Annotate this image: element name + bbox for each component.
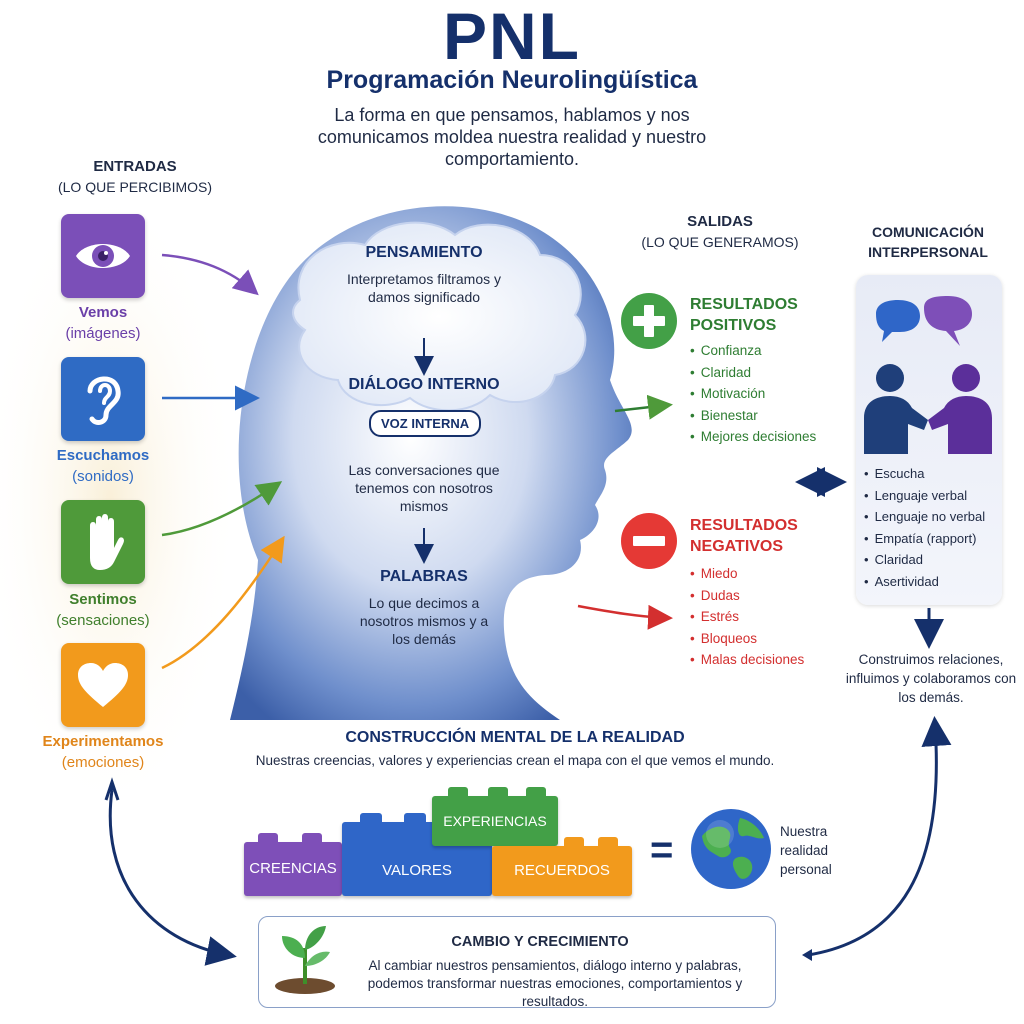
minus-icon [621, 513, 677, 569]
list-item: Motivación [690, 383, 840, 405]
page-subtitle: Programación Neurolingüística [326, 66, 698, 94]
negative-results-list: Miedo Dudas Estrés Bloqueos Malas decisi… [690, 563, 840, 671]
input-see-sub: (imágenes) [65, 325, 141, 342]
eye-icon [76, 244, 130, 268]
ear-icon [87, 376, 121, 425]
input-hear-label: Escuchamos (sonidos) [18, 445, 188, 487]
input-experience-box [61, 643, 145, 727]
list-item: Miedo [690, 563, 840, 585]
change-title: CAMBIO Y CRECIMIENTO [451, 934, 629, 950]
communication-note: Construimos relaciones, influimos y cola… [845, 652, 1017, 705]
beliefs-label: CREENCIAS [249, 860, 337, 877]
sprout-icon [275, 926, 335, 994]
positive-results-title: RESULTADOS POSITIVOS [690, 296, 798, 334]
experiences-block: EXPERIENCIAS [432, 787, 558, 846]
communication-title: COMUNICACIÓN INTERPERSONAL [868, 224, 988, 260]
reality-title: CONSTRUCCIÓN MENTAL DE LA REALIDAD [345, 729, 685, 746]
input-hear-title: Escuchamos [56, 447, 150, 464]
list-item: Empatía (rapport) [864, 528, 1004, 550]
heart-icon [78, 663, 128, 707]
list-item: Bienestar [690, 405, 840, 427]
outputs-subtitle: (LO QUE GENERAMOS) [641, 234, 799, 250]
input-see-title: Vemos [78, 304, 128, 321]
words-text: Lo que decimos a nosotros mismos y a los… [359, 595, 489, 647]
input-feel-sub: (sensaciones) [56, 612, 150, 629]
input-experience-label: Experimentamos (emociones) [18, 731, 188, 773]
reality-text: Nuestras creencias, valores y experienci… [255, 753, 775, 768]
list-item: Lenguaje no verbal [864, 506, 1004, 528]
change-text: Al cambiar nuestros pensamientos, diálog… [367, 958, 743, 1009]
list-item: Bloqueos [690, 628, 840, 650]
input-experience-sub: (emociones) [61, 754, 145, 771]
inner-dialogue-title: DIÁLOGO INTERNO [348, 376, 500, 393]
equals-sign: = [650, 828, 674, 872]
tagline: La forma en que pensamos, hablamos y nos… [317, 105, 707, 169]
list-item: Lenguaje verbal [864, 485, 1004, 507]
input-feel-box [61, 500, 145, 584]
outputs-header: SALIDAS (LO QUE GENERAMOS) [620, 212, 820, 252]
outputs-title: SALIDAS [687, 213, 753, 230]
input-see-label: Vemos (imágenes) [18, 302, 188, 344]
list-item: Claridad [690, 362, 840, 384]
memories-label: RECUERDOS [514, 862, 610, 879]
input-see-box [61, 214, 145, 298]
memories-block: RECUERDOS [492, 837, 632, 896]
input-hear-box [61, 357, 145, 441]
list-item: Dudas [690, 585, 840, 607]
input-feel-label: Sentimos (sensaciones) [18, 589, 188, 631]
inner-voice-label: VOZ INTERNA [369, 410, 482, 437]
inner-dialogue-text: Las conversaciones que tenemos con nosot… [348, 462, 500, 514]
thinking-text: Interpretamos filtramos y damos signific… [346, 271, 502, 305]
list-item: Mejores decisiones [690, 426, 840, 448]
list-item: Estrés [690, 606, 840, 628]
list-item: Asertividad [864, 571, 1004, 593]
beliefs-block: CREENCIAS [244, 833, 342, 896]
inputs-subtitle: (LO QUE PERCIBIMOS) [57, 179, 213, 195]
personal-reality-label: Nuestra realidad personal [780, 824, 832, 877]
people-talking-icon [864, 296, 992, 454]
input-feel-title: Sentimos [69, 591, 137, 608]
communication-list: Escucha Lenguaje verbal Lenguaje no verb… [864, 463, 1004, 592]
negative-results-title: RESULTADOS NEGATIVOS [690, 517, 798, 555]
hand-icon [90, 514, 124, 570]
experiences-label: EXPERIENCIAS [443, 813, 547, 829]
inputs-header: ENTRADAS (LO QUE PERCIBIMOS) [50, 157, 220, 197]
plus-icon [621, 293, 677, 349]
inner-voice-bubble: VOZ INTERNA [369, 410, 482, 437]
input-hear-sub: (sonidos) [72, 468, 134, 485]
list-item: Escucha [864, 463, 1004, 485]
input-experience-title: Experimentamos [42, 733, 164, 750]
list-item: Malas decisiones [690, 649, 840, 671]
words-title: PALABRAS [380, 568, 468, 585]
globe-icon [691, 809, 771, 889]
positive-results-list: Confianza Claridad Motivación Bienestar … [690, 340, 840, 448]
values-block: VALORES [342, 813, 492, 896]
list-item: Claridad [864, 549, 1004, 571]
change-growth-box [258, 916, 776, 1008]
page-title: PNL [443, 0, 581, 73]
thinking-title: PENSAMIENTO [365, 244, 483, 261]
values-label: VALORES [382, 862, 452, 879]
list-item: Confianza [690, 340, 840, 362]
inputs-title: ENTRADAS [93, 158, 177, 175]
